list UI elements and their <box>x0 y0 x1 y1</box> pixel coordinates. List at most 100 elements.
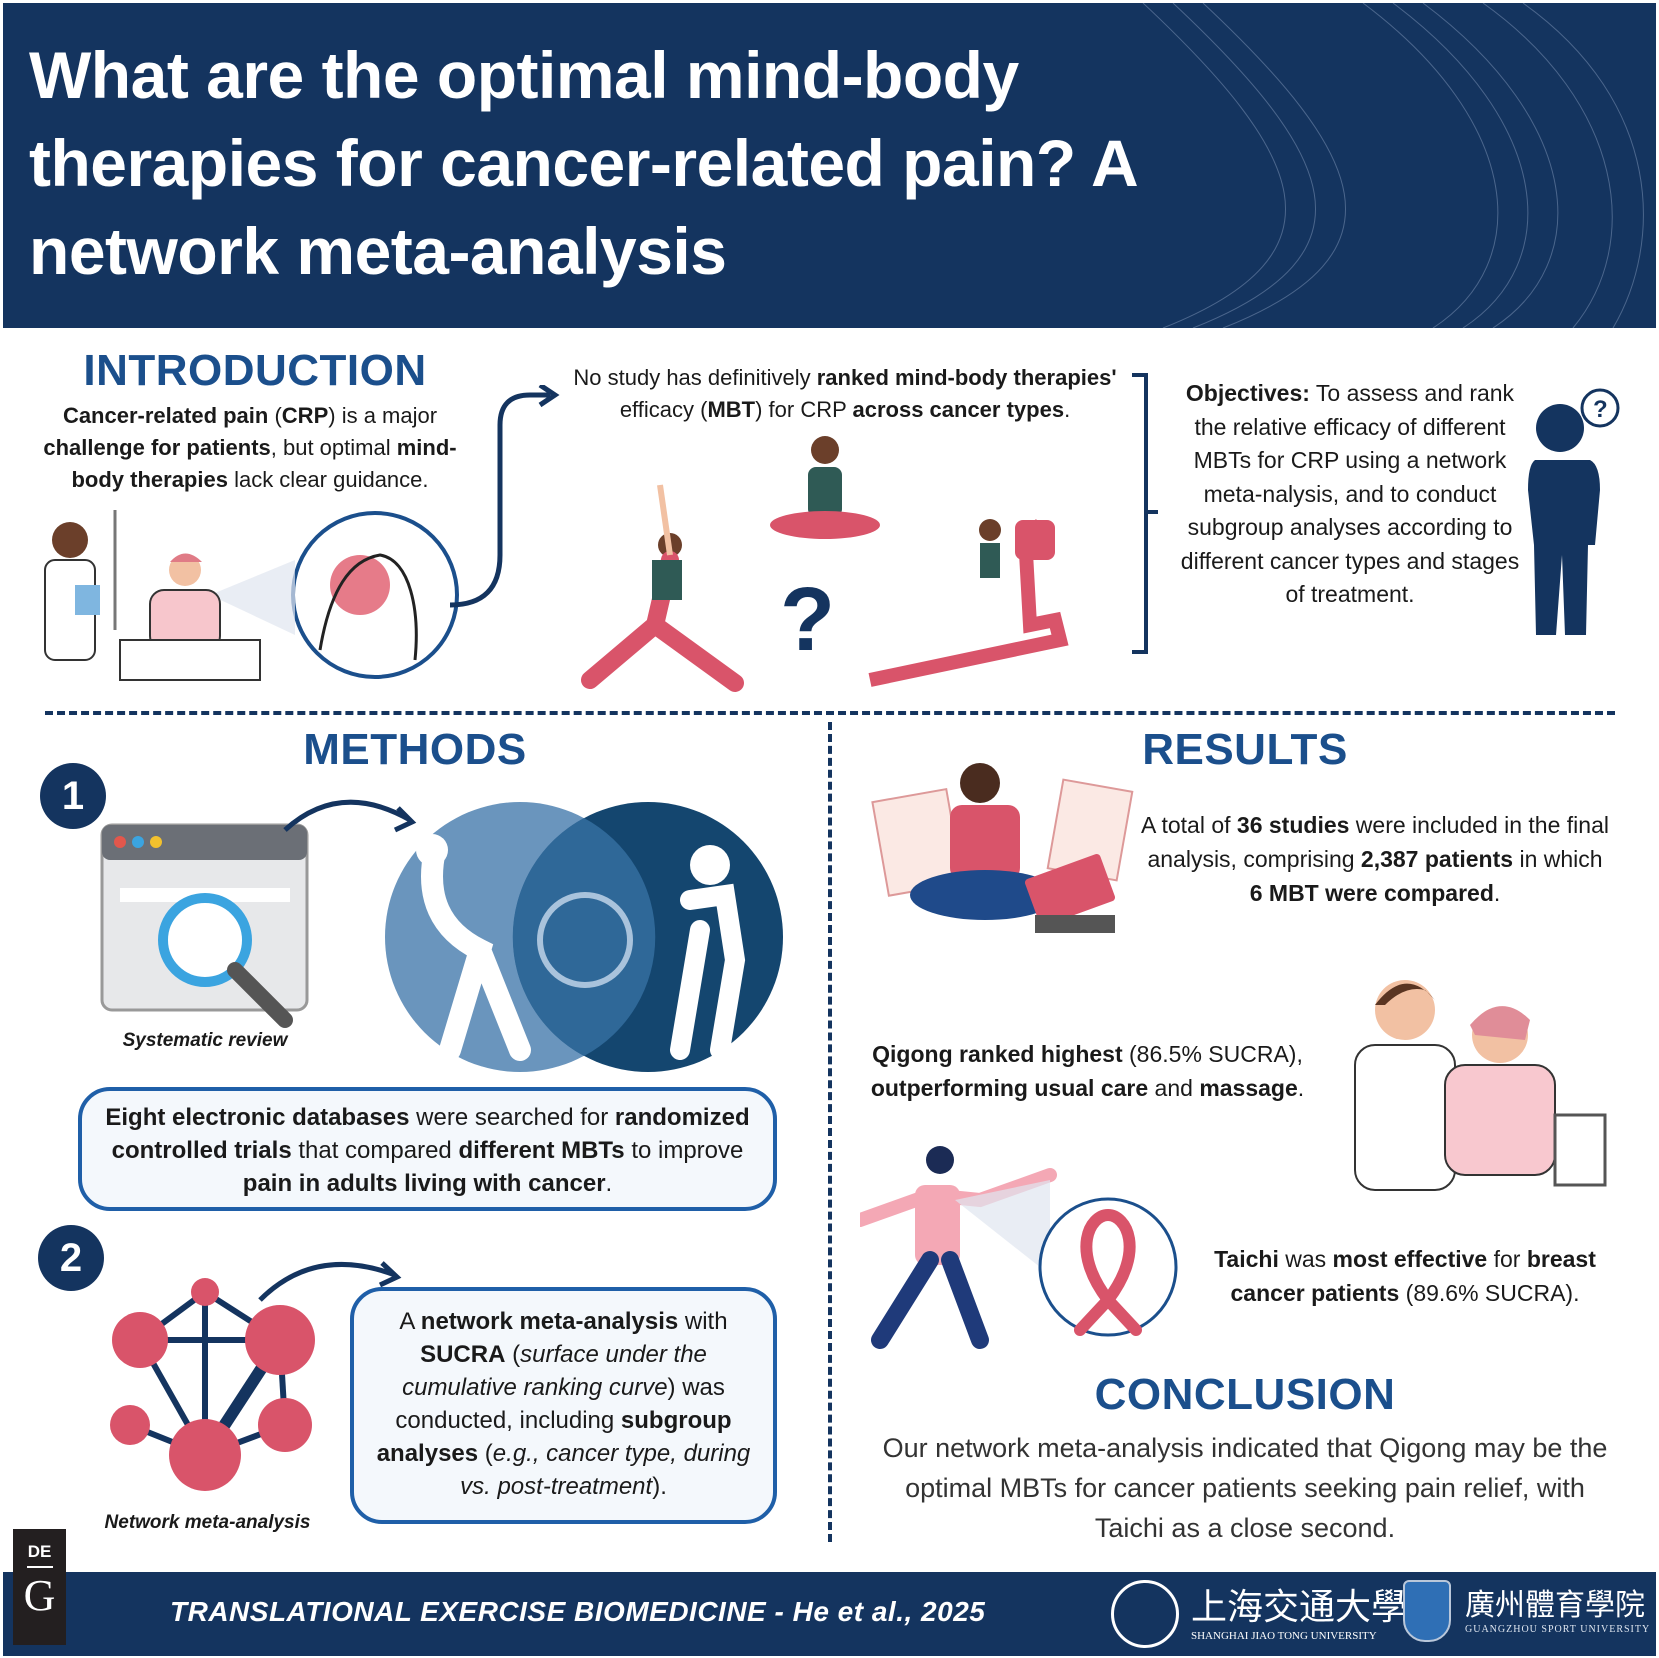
text-segment: 36 studies <box>1236 812 1350 838</box>
text-segment: Eight electronic databases <box>105 1104 410 1131</box>
text-segment: breast cancer patients <box>1230 1246 1596 1306</box>
text-segment: Taichi <box>1214 1246 1279 1272</box>
bracket-icon <box>1132 373 1158 654</box>
systematic-review-label: Systematic review <box>122 1030 288 1051</box>
text-segment: were searched for <box>409 1104 615 1131</box>
text-segment: efficacy ( <box>619 397 708 422</box>
text-segment: . <box>1064 397 1071 422</box>
text-segment: different MBTs <box>458 1137 625 1164</box>
text-segment: randomized controlled trials <box>111 1104 750 1164</box>
network-graph-icon <box>110 1261 402 1491</box>
thinking-person-icon: ? <box>1528 388 1620 635</box>
text-segment: 6 MBT were compared <box>1249 880 1494 906</box>
text-segment: ). <box>652 1473 667 1500</box>
network-meta-analysis-label: Network meta-analysis <box>104 1512 311 1533</box>
header-banner: What are the optimal mind-body therapies… <box>3 3 1656 328</box>
text-segment: ranked mind-body therapies' <box>816 365 1117 390</box>
text-segment: that compared <box>291 1137 459 1164</box>
exercise-illustration: ? <box>581 436 1069 692</box>
text-segment: ( <box>478 1440 493 1467</box>
text-segment: in which <box>1513 846 1603 872</box>
decorative-lines <box>1142 3 1644 328</box>
research-gap-text: No study has definitively ranked mind-bo… <box>555 362 1135 426</box>
text-segment: . <box>1297 1075 1305 1101</box>
logo-g: G <box>23 1571 56 1620</box>
sjtu-logo-cn: 上海交通大學 <box>1191 1587 1408 1628</box>
browser-search-icon <box>100 799 417 1028</box>
text-segment: subgroup analyses <box>376 1407 732 1467</box>
sjtu-seal-icon <box>1111 1580 1179 1648</box>
degruyter-logo: DE G <box>13 1529 66 1645</box>
taichi-ribbon-illustration <box>860 1146 1178 1349</box>
text-segment: CRP <box>281 403 329 428</box>
sjtu-logo-en: SHANGHAI JIAO TONG UNIVERSITY <box>1191 1630 1377 1642</box>
qigong-result-text: Qigong ranked highest (86.5% SUCRA), out… <box>860 1037 1315 1105</box>
text-segment: . <box>1493 880 1501 906</box>
section-divider <box>45 711 1615 715</box>
text-segment: Qigong ranked highest <box>872 1041 1123 1067</box>
patient-doctor-illustration <box>44 510 459 681</box>
researcher-papers-illustration <box>871 763 1134 933</box>
text-segment: Objectives: <box>1185 380 1310 406</box>
text-segment: challenge for patients <box>43 435 271 460</box>
sucra-box: A network meta-analysis with SUCRA (surf… <box>350 1287 777 1524</box>
footer-bar: TRANSLATIONAL EXERCISE BIOMEDICINE - He … <box>3 1572 1656 1656</box>
text-segment: e.g., cancer type, during vs. post-treat… <box>460 1440 751 1500</box>
text-segment: was <box>1278 1246 1333 1272</box>
text-segment: with <box>678 1308 728 1335</box>
conclusion-heading: CONCLUSION <box>1094 1370 1396 1419</box>
results-heading: RESULTS <box>1142 725 1348 774</box>
text-segment: MBT <box>707 397 756 422</box>
text-segment: A total of <box>1141 812 1237 838</box>
text-segment: No study has definitively <box>573 365 817 390</box>
introduction-text: Cancer-related pain (CRP) is a major cha… <box>30 400 470 496</box>
text-segment: massage <box>1199 1075 1298 1101</box>
text-segment: To assess and rank the relative efficacy… <box>1180 380 1520 607</box>
databases-box: Eight electronic databases were searched… <box>78 1087 777 1211</box>
text-segment: pain in adults living with cancer <box>242 1170 606 1197</box>
text-segment: across cancer types <box>852 397 1065 422</box>
gsu-crest-icon <box>1403 1580 1451 1642</box>
text-segment: and <box>1148 1075 1200 1101</box>
introduction-heading: INTRODUCTION <box>83 346 427 395</box>
gsu-logo-cn: 廣州體育學院 <box>1465 1588 1645 1623</box>
column-divider <box>828 722 832 1542</box>
text-segment: Cancer-related pain <box>62 403 269 428</box>
text-segment: outperforming usual care <box>870 1075 1149 1101</box>
text-segment: most effective <box>1332 1246 1488 1272</box>
text-segment: surface under the cumulative ranking cur… <box>402 1341 707 1401</box>
svg-text:?: ? <box>1593 396 1608 423</box>
text-segment: were included in the final analysis, com… <box>1147 812 1609 872</box>
text-segment: ) was conducted, including <box>395 1374 725 1434</box>
text-segment: 2,387 patients <box>1360 846 1514 872</box>
text-segment: (86.5% SUCRA), <box>1122 1041 1303 1067</box>
text-segment: ) for CRP <box>755 397 853 422</box>
step-2-badge: 2 <box>38 1225 104 1291</box>
text-segment: lack clear guidance. <box>227 467 429 492</box>
text-segment: (89.6% SUCRA). <box>1399 1280 1580 1306</box>
taichi-result-text: Taichi was most effective for breast can… <box>1195 1242 1615 1310</box>
text-segment: A <box>399 1308 421 1335</box>
text-segment: ) is a major <box>328 403 438 428</box>
logo-de: DE <box>27 1542 52 1561</box>
venn-diagram-illustration <box>385 802 783 1072</box>
text-segment: . <box>605 1170 613 1197</box>
text-segment: , but optimal <box>270 435 397 460</box>
page-title: What are the optimal mind-body therapies… <box>29 38 1136 288</box>
text-segment: for <box>1487 1246 1527 1272</box>
results-summary-text: A total of 36 studies were included in t… <box>1140 808 1610 910</box>
text-segment: mind-body therapies <box>71 435 457 492</box>
question-mark-icon: ? <box>780 570 835 670</box>
conclusion-text: Our network meta-analysis indicated that… <box>882 1433 1608 1543</box>
text-segment: ( <box>505 1341 521 1368</box>
text-segment: SUCRA <box>420 1341 506 1368</box>
text-segment: to improve <box>624 1137 744 1164</box>
flow-arrow-icon <box>449 385 560 608</box>
objectives-text: Objectives: To assess and rank the relat… <box>1180 377 1520 612</box>
gsu-logo-en: GUANGZHOU SPORT UNIVERSITY <box>1465 1624 1651 1635</box>
journal-citation: TRANSLATIONAL EXERCISE BIOMEDICINE - He … <box>170 1596 986 1627</box>
step-1-badge: 1 <box>40 763 106 829</box>
text-segment: ( <box>268 403 282 428</box>
doctor-patient-illustration <box>1354 980 1607 1191</box>
text-segment: network meta-analysis <box>420 1308 679 1335</box>
